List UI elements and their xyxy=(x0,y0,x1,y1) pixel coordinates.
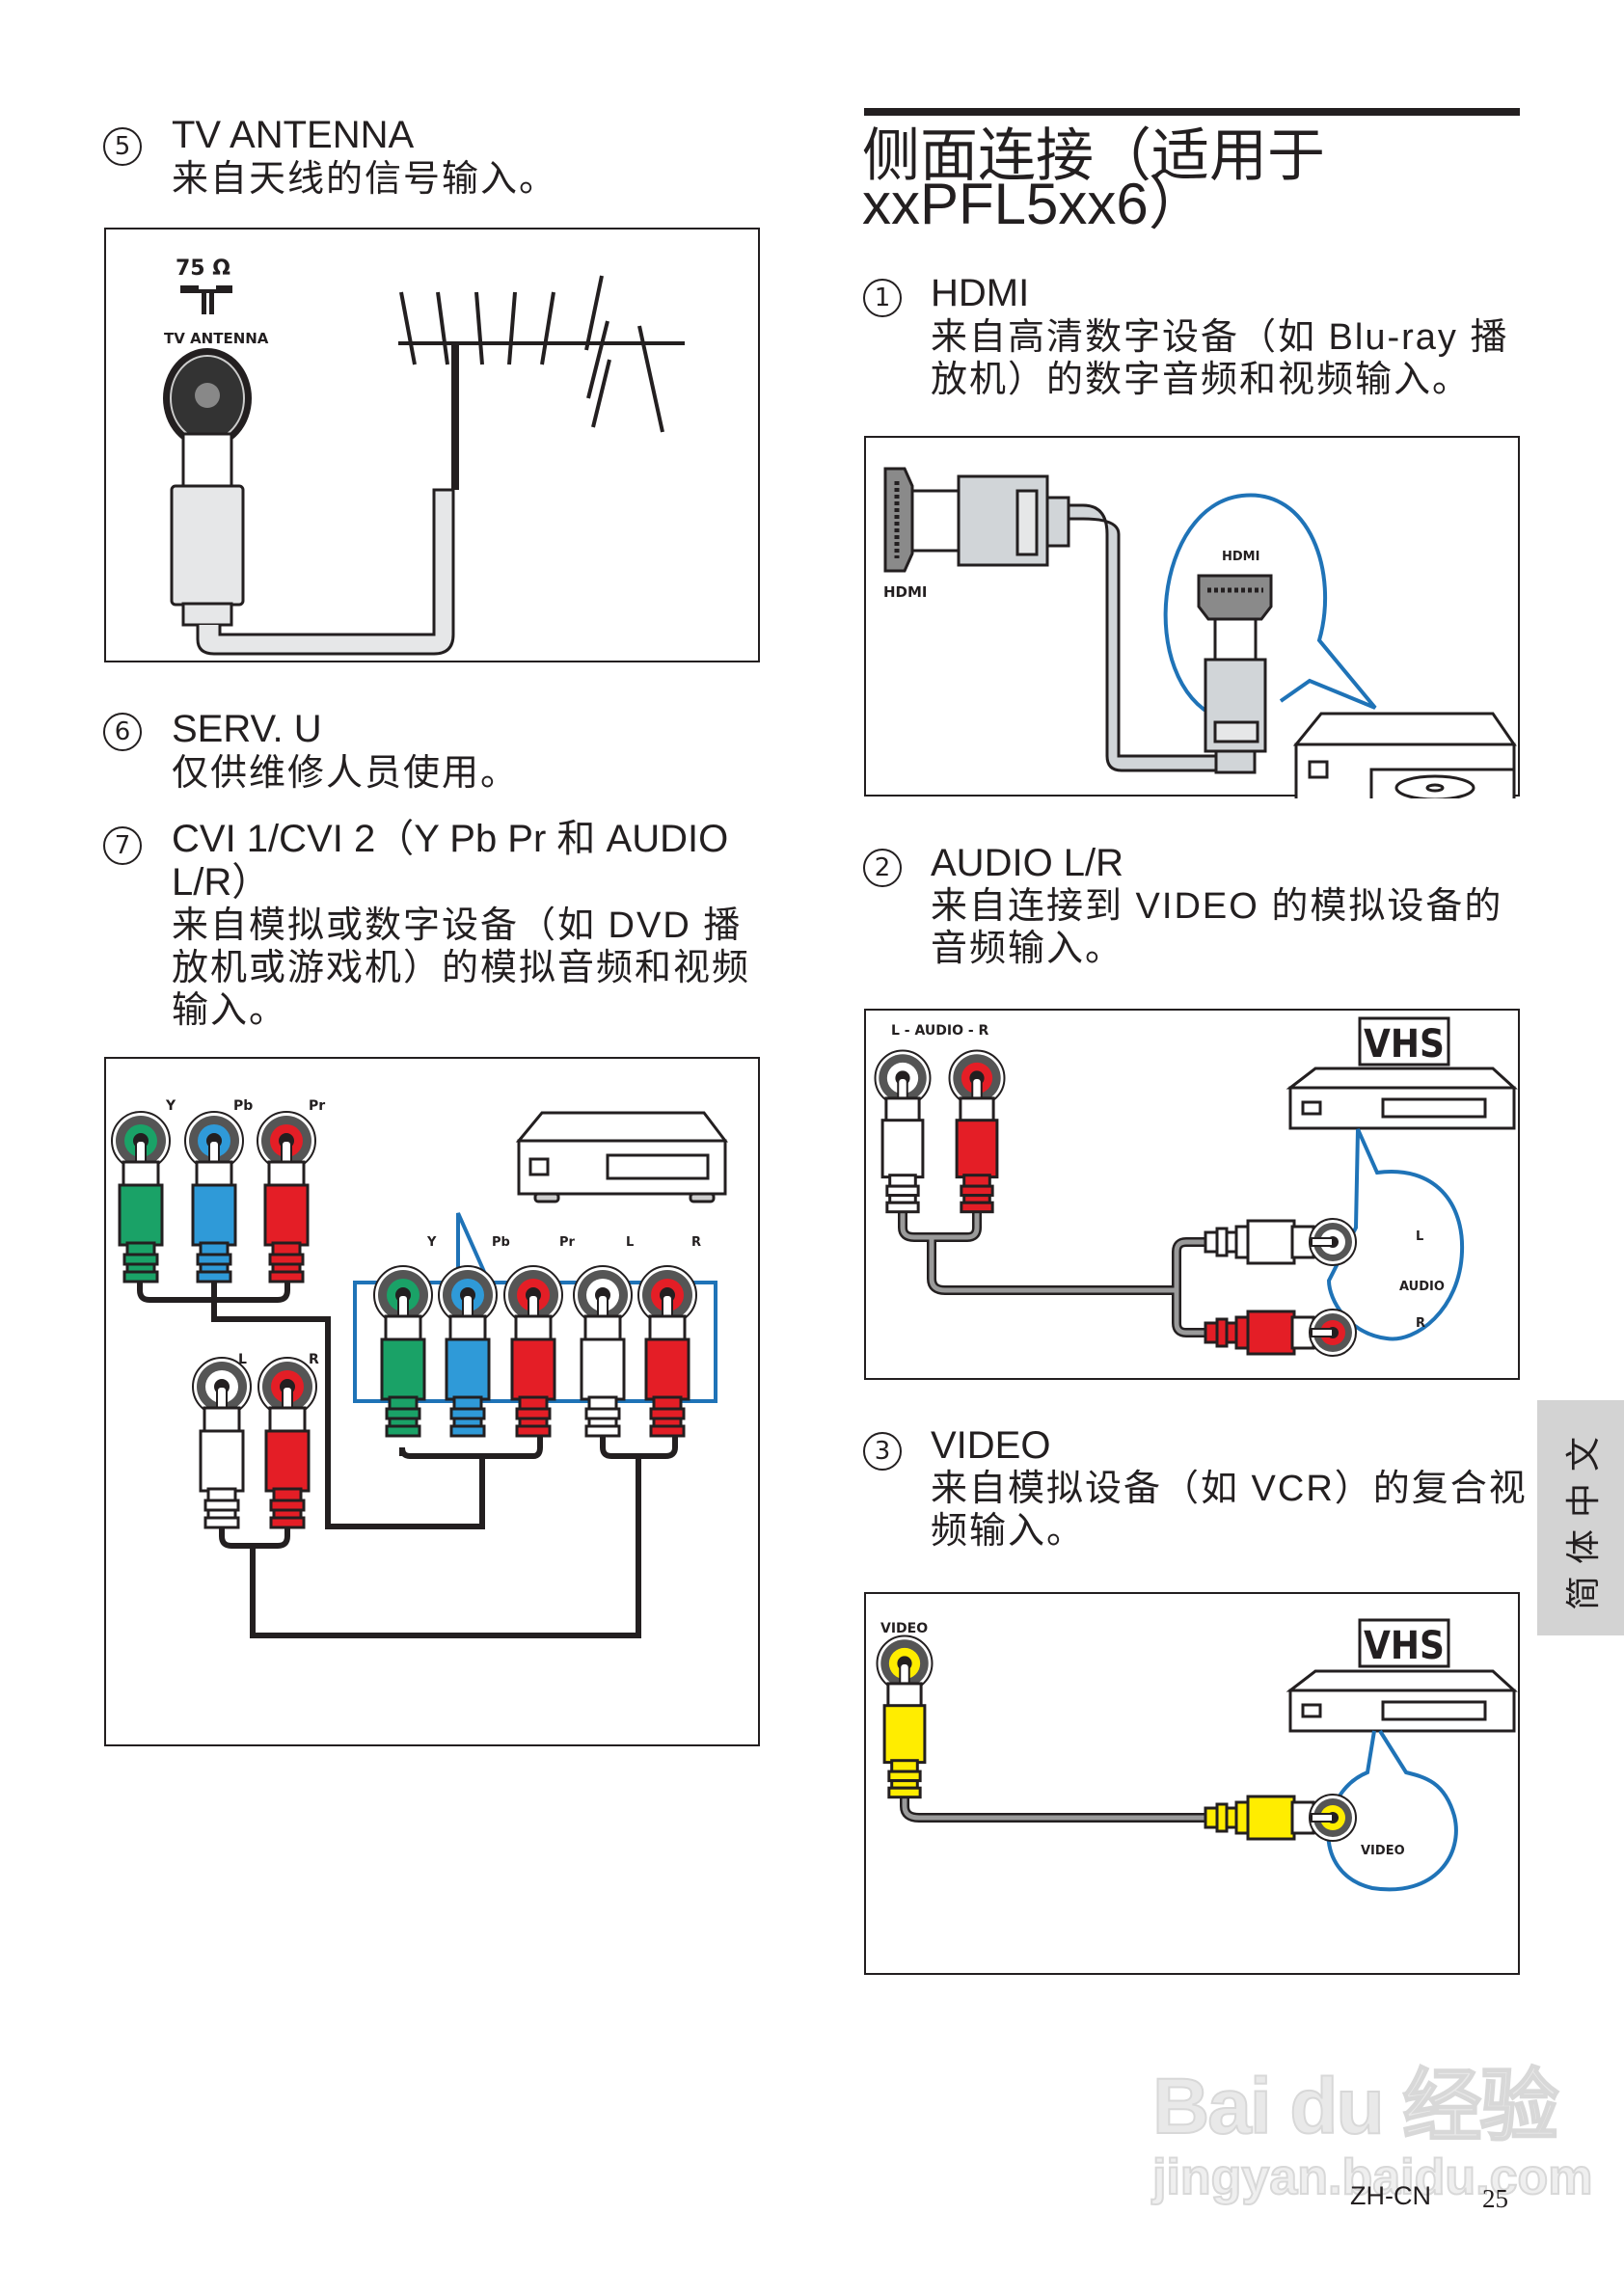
device-label-pr: Pr xyxy=(559,1235,576,1250)
item-title-tv-antenna: TV ANTENNA xyxy=(172,114,415,156)
tv-plug-l xyxy=(192,1357,252,1529)
vcr-icon xyxy=(1286,1067,1518,1130)
vhs-logo-icon: VHS xyxy=(1358,1618,1450,1668)
item-number-1: 1 xyxy=(863,279,902,317)
device-audio-label: AUDIO xyxy=(1399,1280,1445,1294)
tv-plug-y xyxy=(111,1111,171,1283)
baidu-watermark: Bai du 经验 jingyan.baidu.com xyxy=(1151,2063,1593,2206)
video-diagram: VIDEO VHS VIDEO xyxy=(864,1592,1520,1975)
item-desc-audio-line2: 音频输入。 xyxy=(931,929,1124,969)
cvi-cables xyxy=(137,1281,678,1638)
vcr-icon xyxy=(1286,1669,1518,1733)
cvi-diagram: Y Pb Pr L R Y Pb Pr L R xyxy=(104,1057,760,1746)
section-heading-line1: 侧面连接（适用于 xyxy=(862,123,1325,188)
item-title-hdmi: HDMI xyxy=(931,272,1030,314)
antenna-diagram: 75 Ω TV ANTENNA xyxy=(104,228,760,662)
section-rule xyxy=(864,108,1520,116)
tv-hdmi-label: HDMI xyxy=(883,583,928,601)
language-side-tab[interactable]: 简体中文 xyxy=(1537,1400,1624,1635)
device-hdmi-plug-icon xyxy=(1204,617,1267,774)
device-plug-audio-l xyxy=(1204,1218,1357,1266)
device-plug-y xyxy=(373,1265,433,1438)
dvd-player-icon xyxy=(515,1111,729,1203)
coax-symbol-icon xyxy=(180,285,232,314)
hdmi-plug-icon xyxy=(910,474,1070,567)
tv-label-r: R xyxy=(309,1352,319,1367)
hdmi-port-icon xyxy=(883,467,914,573)
device-label-r: R xyxy=(691,1235,701,1250)
device-label-l: L xyxy=(626,1235,634,1250)
item-desc-cvi-line1: 来自模拟或数字设备（如 DVD 播 xyxy=(172,905,743,946)
device-plug-l xyxy=(573,1265,633,1438)
item-desc-cvi-line3: 输入。 xyxy=(172,990,288,1031)
callout-bubble xyxy=(1163,493,1377,719)
item-desc-hdmi-line2: 放机）的数字音频和视频输入。 xyxy=(931,360,1472,400)
tv-label-l: L xyxy=(238,1352,247,1367)
tv-label-pr: Pr xyxy=(309,1098,325,1114)
item-desc-audio-line1: 来自连接到 VIDEO 的模拟设备的 xyxy=(931,886,1503,927)
device-plug-audio-r xyxy=(1204,1309,1357,1357)
tv-label-pb: Pb xyxy=(233,1098,253,1114)
item-title-video: VIDEO xyxy=(931,1424,1051,1467)
audio-cable-outline xyxy=(898,1213,1205,1337)
item-desc-video-line1: 来自模拟设备（如 VCR）的复合视 xyxy=(931,1469,1528,1509)
item-number-5: 5 xyxy=(103,127,142,166)
device-audio-l-label: L xyxy=(1416,1229,1423,1244)
antenna-cable xyxy=(196,488,455,656)
tv-antenna-port-label: TV ANTENNA xyxy=(164,330,269,347)
coax-plug-icon xyxy=(170,432,245,627)
svg-text:VHS: VHS xyxy=(1364,1624,1445,1668)
item-desc-cvi-line2: 放机或游戏机）的模拟音频和视频 xyxy=(172,948,751,988)
baidu-watermark-brand: Bai du 经验 xyxy=(1151,2063,1559,2151)
footer-language-code: ZH-CN xyxy=(1350,2181,1431,2210)
device-plug-pr xyxy=(503,1265,563,1438)
language-side-tab-label: 简体中文 xyxy=(1563,1424,1603,1611)
item-title-serv-u: SERV. U xyxy=(172,708,322,750)
item-title-cvi-line1: CVI 1/CVI 2（Y Pb Pr 和 AUDIO xyxy=(172,818,729,860)
device-plug-video xyxy=(1204,1794,1357,1842)
device-label-pb: Pb xyxy=(492,1235,510,1250)
tv-plug-video xyxy=(876,1634,934,1799)
footer-page-number: 25 xyxy=(1482,2184,1508,2213)
device-plug-r xyxy=(637,1265,697,1438)
item-desc-video-line2: 频输入。 xyxy=(931,1511,1086,1552)
tv-label-y: Y xyxy=(165,1098,176,1114)
item-number-6: 6 xyxy=(103,713,142,751)
item-desc-tv-antenna: 来自天线的信号输入。 xyxy=(172,159,558,200)
bluray-player-icon xyxy=(1292,712,1517,798)
antenna-icon xyxy=(398,275,685,490)
video-cable xyxy=(902,1792,1232,1821)
svg-text:VHS: VHS xyxy=(1364,1022,1445,1067)
coax-socket-icon xyxy=(163,348,252,448)
tv-plug-pb xyxy=(184,1111,244,1283)
item-title-audio-lr: AUDIO L/R xyxy=(931,842,1124,884)
tv-plug-r xyxy=(257,1357,317,1529)
item-number-2: 2 xyxy=(863,849,902,887)
device-audio-r-label: R xyxy=(1416,1316,1425,1331)
tv-plug-audio-l xyxy=(874,1049,932,1214)
tv-plug-audio-r xyxy=(948,1049,1006,1214)
impedance-label: 75 Ω xyxy=(176,257,230,281)
vhs-logo-icon: VHS xyxy=(1358,1016,1450,1067)
device-label-y: Y xyxy=(426,1235,437,1250)
tv-audio-label: L - AUDIO - R xyxy=(891,1023,989,1039)
item-desc-serv-u: 仅供维修人员使用。 xyxy=(172,753,520,794)
device-hdmi-port-icon xyxy=(1197,574,1273,621)
device-plug-pb xyxy=(438,1265,498,1438)
item-number-3: 3 xyxy=(863,1432,902,1471)
baidu-watermark-url: jingyan.baidu.com xyxy=(1151,2149,1593,2205)
tv-plug-pr xyxy=(257,1111,316,1283)
audio-diagram: L - AUDIO - R VHS L AUDIO R xyxy=(864,1009,1520,1380)
hdmi-diagram: HDMI HDMI xyxy=(864,436,1520,798)
item-title-cvi-line2: L/R） xyxy=(172,861,271,904)
item-number-7: 7 xyxy=(103,826,142,865)
tv-video-label: VIDEO xyxy=(880,1621,928,1636)
device-hdmi-label: HDMI xyxy=(1222,550,1259,564)
device-video-label: VIDEO xyxy=(1361,1844,1405,1858)
section-heading-line2: xxPFL5xx6） xyxy=(862,172,1206,236)
item-desc-hdmi-line1: 来自高清数字设备（如 Blu-ray 播 xyxy=(931,317,1509,358)
